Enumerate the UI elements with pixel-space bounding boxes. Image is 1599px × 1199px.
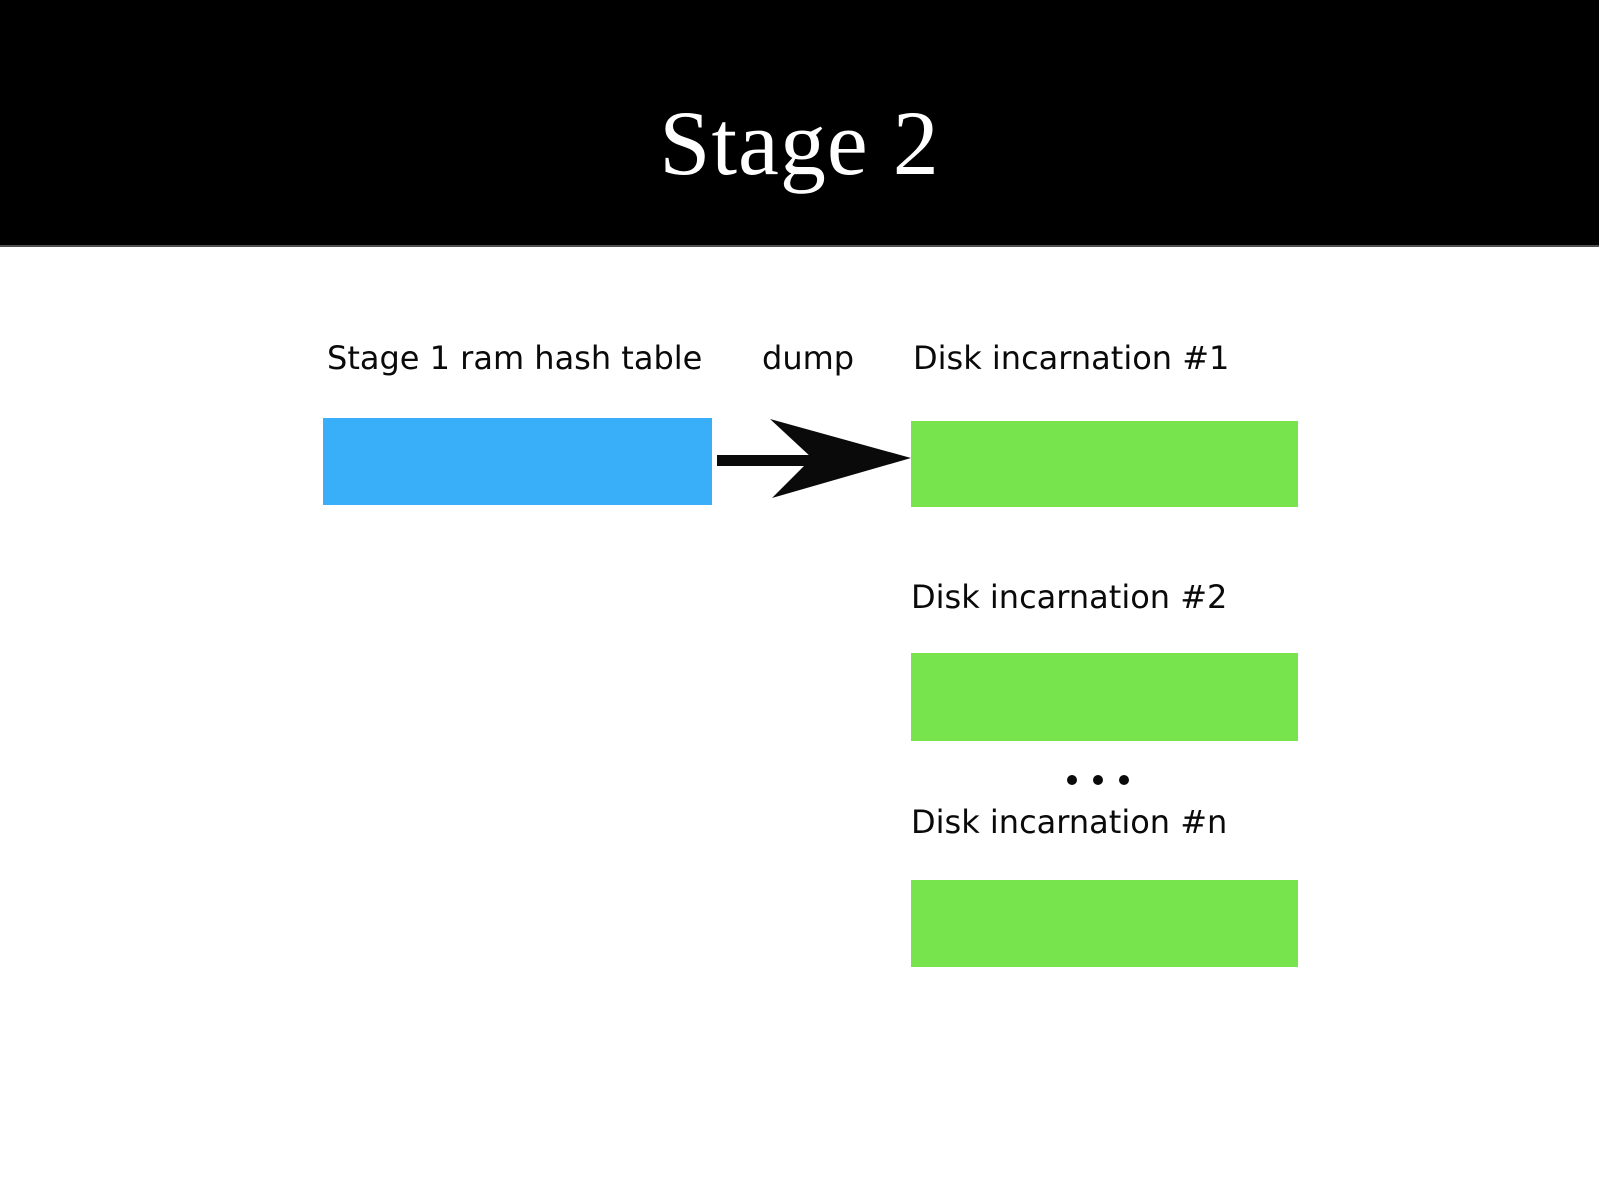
disk-incarnation-2-box — [911, 653, 1298, 741]
ellipsis-dot — [1093, 775, 1103, 785]
title-band: Stage 2 — [0, 0, 1599, 247]
disk-incarnation-1-label: Disk incarnation #1 — [913, 339, 1230, 377]
disk-incarnation-1-box — [911, 421, 1298, 507]
slide-title: Stage 2 — [659, 92, 940, 194]
disk-incarnation-2-label: Disk incarnation #2 — [911, 578, 1228, 616]
ram-hash-table-label: Stage 1 ram hash table — [327, 339, 703, 377]
ellipsis-dot — [1119, 775, 1129, 785]
disk-incarnation-n-label: Disk incarnation #n — [911, 803, 1228, 841]
ellipsis-dots — [1067, 775, 1129, 785]
ram-hash-table-box — [323, 418, 712, 505]
disk-incarnation-n-box — [911, 880, 1298, 967]
dump-label: dump — [762, 339, 855, 377]
ellipsis-dot — [1067, 775, 1077, 785]
dump-arrow-icon — [717, 419, 911, 498]
